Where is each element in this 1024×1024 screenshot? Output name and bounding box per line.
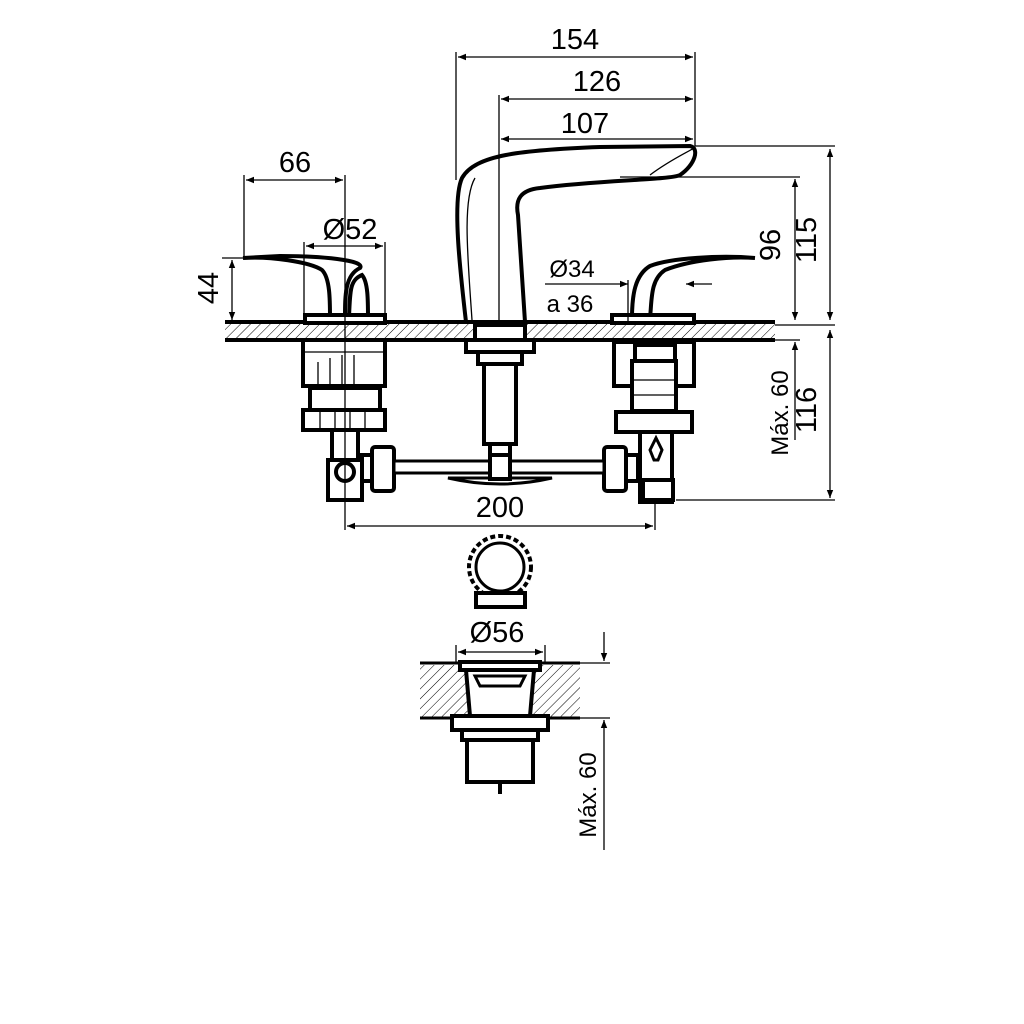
left-handle-valve (242, 253, 396, 502)
dim-116: 116 (791, 387, 823, 433)
right-handle-valve (602, 254, 756, 504)
dim-diameter-34: Ø34 (549, 256, 594, 283)
dim-diameter-52: Ø52 (323, 214, 378, 246)
dim-107: 107 (561, 108, 609, 140)
dim-200: 200 (476, 492, 524, 524)
dim-126: 126 (573, 66, 621, 98)
dim-96: 96 (755, 229, 787, 261)
drain-assembly (420, 534, 610, 850)
dim-66: 66 (279, 147, 311, 179)
connecting-pipe (392, 453, 606, 481)
dim-diameter-56: Ø56 (470, 617, 525, 649)
dim-drain-max-60: Máx. 60 (575, 752, 602, 837)
dimension-lines (222, 52, 835, 530)
dim-154: 154 (551, 24, 599, 56)
dim-max-60: Máx. 60 (767, 370, 794, 455)
dim-a-36: a 36 (547, 291, 594, 318)
dim-115: 115 (791, 217, 823, 263)
dim-44: 44 (193, 272, 225, 304)
